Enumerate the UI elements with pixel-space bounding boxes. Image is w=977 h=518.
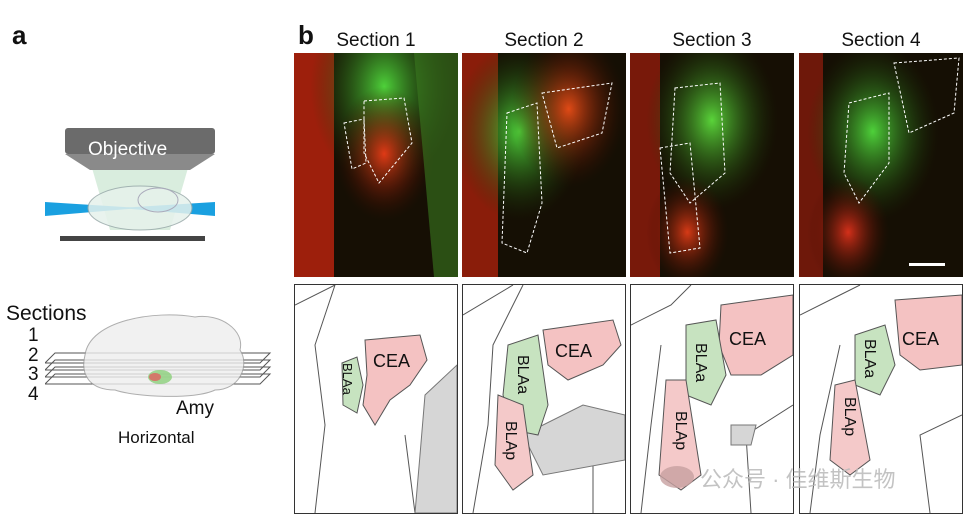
atlas-section-2: CEA BLAa BLAp [462, 284, 626, 514]
sections-title: Sections [6, 302, 87, 325]
blap-label: BLAp [672, 411, 689, 451]
cea-label: CEA [555, 341, 593, 361]
wechat-icon [660, 466, 694, 488]
section-number-1: 1 [28, 325, 39, 346]
stage-plate [60, 236, 205, 241]
cea-region [542, 319, 622, 381]
watermark-text: 公众号 · 佳维斯生物 [700, 467, 896, 492]
blaa-region [341, 356, 364, 414]
atlas-section-1: CEA BLAa [294, 284, 458, 514]
section-1-title: Section 1 [336, 30, 416, 51]
section-number-2: 2 [28, 345, 39, 366]
objective-label: Objective [88, 139, 168, 160]
section-2-title: Section 2 [504, 30, 584, 51]
brain-3d-outline [83, 314, 245, 397]
amy-label: Amy [176, 398, 214, 419]
section-3-title: Section 3 [672, 30, 752, 51]
cea-region [362, 334, 428, 426]
section-4-title: Section 4 [841, 30, 921, 51]
blaa-region [854, 324, 896, 396]
atlas-section-4: CEA BLAa BLAp [799, 284, 963, 514]
cea-region [894, 294, 962, 371]
scale-bar [909, 263, 945, 266]
brain-outline [87, 185, 193, 231]
cea-label: CEA [373, 351, 411, 371]
objective-body [65, 128, 215, 154]
blaa-label: BLAa [861, 339, 878, 379]
section-number-4: 4 [28, 384, 39, 405]
atlas-section-3: CEA BLAa BLAp [630, 284, 794, 514]
blaa-label: BLAa [340, 363, 355, 395]
fluorescence-image-1 [294, 53, 458, 277]
panel-b-letter: b [298, 20, 314, 50]
blaa-label: BLAa [692, 343, 709, 383]
amygdala-red [149, 373, 161, 381]
orientation-label: Horizontal [118, 428, 195, 447]
panel-a-letter: a [12, 20, 27, 50]
cea-label: CEA [902, 329, 940, 349]
section-number-3: 3 [28, 364, 39, 385]
fluorescence-image-4 [799, 53, 963, 277]
fluorescence-image-2 [462, 53, 626, 277]
blap-region [494, 394, 534, 491]
brain-sections-schematic [45, 314, 272, 397]
microscope-schematic [45, 128, 215, 241]
blaa-label: BLAa [514, 355, 531, 395]
blap-label: BLAp [841, 397, 858, 437]
blap-region [829, 379, 871, 476]
fluorescence-image-3 [630, 53, 794, 277]
cea-label: CEA [729, 329, 767, 349]
blap-label: BLAp [502, 421, 519, 461]
